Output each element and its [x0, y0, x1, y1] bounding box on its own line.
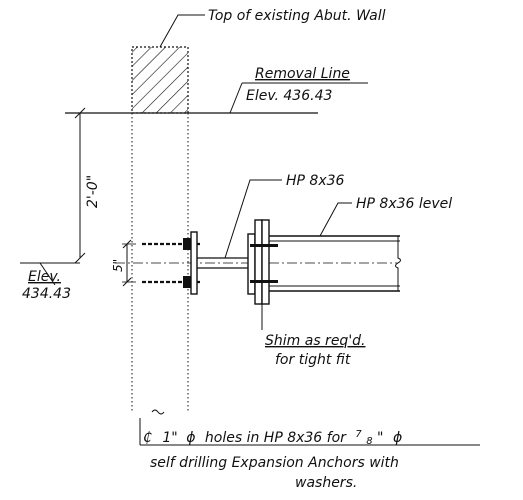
- note-inch-mark: ": [377, 430, 383, 446]
- shim-plates: [247, 219, 278, 305]
- dimension-2ft-label: 2'-0": [85, 175, 101, 208]
- anchor-note: ₵ 1" ϕ holes in HP 8x36 for 7 8 " ϕ self…: [139, 418, 480, 491]
- elevation-marker: Elev. 434.43: [20, 262, 80, 302]
- note-fraction-numerator: 7: [355, 429, 362, 440]
- note-phi-symbol-2: ϕ: [393, 430, 402, 446]
- hatched-wall-section: [131, 46, 189, 114]
- removal-elevation-label: Elev. 436.43: [246, 88, 332, 104]
- hp-level-label: HP 8x36 level: [356, 196, 452, 212]
- web-stub: [197, 257, 248, 269]
- elevation-value: 434.43: [22, 286, 71, 302]
- centerline-symbol: ₵: [143, 430, 152, 446]
- hp-8x36-label: HP 8x36: [286, 173, 345, 189]
- note-line2: self drilling Expansion Anchors with: [150, 455, 399, 471]
- hp-8x36-leader: HP 8x36: [224, 173, 345, 259]
- note-fraction-denominator: 8: [366, 436, 372, 447]
- hp-beam: [269, 235, 401, 292]
- existing-wall-outline: [131, 113, 189, 415]
- removal-line: Removal Line Elev. 436.43: [65, 66, 368, 114]
- note-phi-symbol: ϕ: [186, 430, 195, 446]
- dimension-5in-label: 5": [111, 259, 125, 272]
- note-line3: washers.: [295, 475, 357, 491]
- note-line1: ₵ 1" ϕ holes in HP 8x36 for 7 8 " ϕ: [143, 425, 402, 448]
- shim-leader: Shim as req'd. for tight fit: [261, 304, 366, 368]
- note-holes-text: holes in HP 8x36 for: [205, 430, 347, 446]
- dimension-2ft: 2'-0": [74, 107, 101, 264]
- elevation-word: Elev.: [28, 269, 61, 285]
- removal-line-label: Removal Line: [255, 66, 350, 82]
- shim-label-line1: Shim as req'd.: [265, 333, 366, 349]
- left-base-plate: [190, 231, 198, 295]
- dimension-5in: 5": [111, 239, 136, 287]
- shim-label-line2: for tight fit: [275, 352, 351, 368]
- hp-level-leader: HP 8x36 level: [319, 196, 452, 237]
- note-hole-size: 1": [162, 430, 177, 446]
- top-wall-label: Top of existing Abut. Wall: [208, 8, 386, 24]
- top-wall-leader: Top of existing Abut. Wall: [159, 8, 386, 48]
